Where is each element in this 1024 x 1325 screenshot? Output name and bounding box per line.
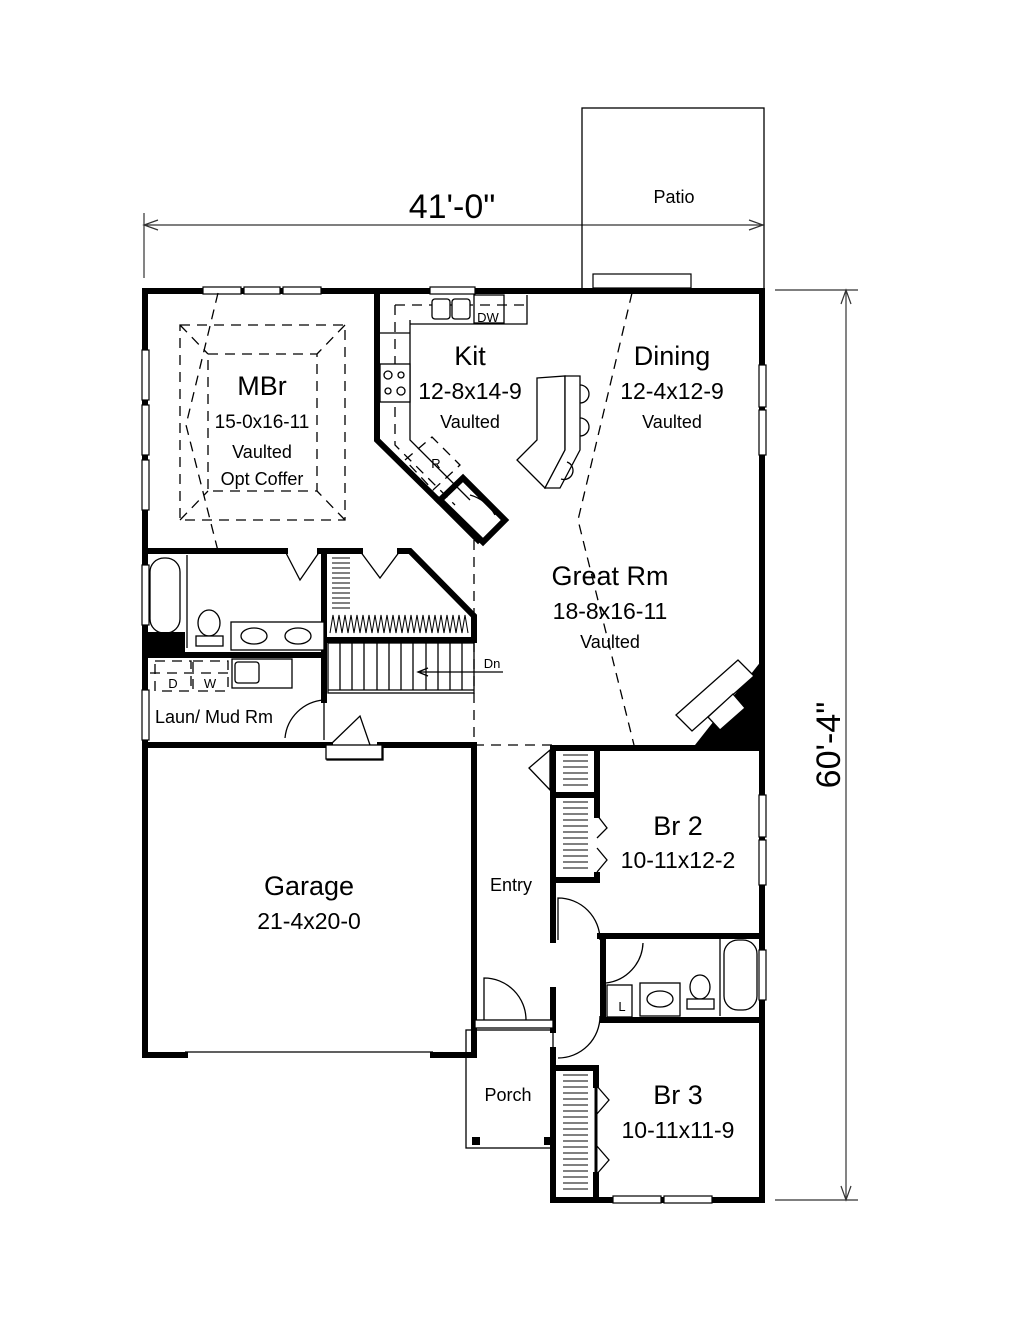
dining-note: Vaulted [642,412,702,432]
great-room-size: 18-8x16-11 [553,598,668,624]
laundry-name: Laun/ Mud Rm [155,707,273,727]
refrigerator-label: R [431,456,440,471]
dryer-icon [154,660,192,692]
sink-icon [431,298,471,320]
dining-name: Dining [634,341,711,371]
patio-label: Patio [653,187,694,207]
mbr-size: 15-0x16-11 [215,412,310,433]
porch-name: Porch [484,1085,531,1105]
dishwasher-label: DW [477,310,499,325]
br2-size: 10-11x12-2 [621,847,736,873]
garage-step [325,744,383,760]
room-garage: Garage 21-4x20-0 [257,871,361,934]
br2-name: Br 2 [653,811,703,841]
garage-size: 21-4x20-0 [257,908,361,934]
room-br2: Br 2 10-11x12-2 [563,754,736,873]
toilet-icon [686,974,715,1010]
width-dimension-label: 41'-0" [409,188,496,226]
great-room-name: Great Rm [551,561,668,591]
patio: Patio [581,107,765,291]
dining-size: 12-4x12-9 [620,378,724,404]
bathtub-icon [723,939,758,1011]
hall-bath: L [605,938,758,1018]
kitchen-size: 12-8x14-9 [418,378,522,404]
master-bath [145,550,325,655]
porch: Porch [465,1029,554,1149]
great-room-note: Vaulted [580,632,640,652]
entry-name: Entry [490,875,532,895]
toilet-icon [195,609,224,647]
windows [141,286,767,1204]
room-great-room: Great Rm 18-8x16-11 Vaulted [473,540,762,746]
room-br3: Br 3 10-11x11-9 [563,1074,735,1190]
room-entry: Entry [474,748,601,1059]
depth-dimension-label: 60'-4" [810,702,848,789]
mbr-note-coffer: Opt Coffer [221,469,304,489]
kitchen-island [516,375,590,490]
mbr-name: MBr [237,371,287,401]
fireplace-icon [675,659,762,745]
linen-label: L [618,999,625,1014]
utility-sink-icon [234,661,260,684]
cooktop-icon [379,363,411,403]
room-kitchen: DW R Kit 12-8x14-9 Vaulted [377,294,590,547]
width-dimension: 41'-0" [142,188,765,278]
washer-label: W [204,676,217,691]
bath-vanity-icon [639,982,681,1017]
depth-dimension: 60'-4" [775,288,858,1202]
vanity-icon [230,621,325,651]
br3-size: 10-11x11-9 [622,1117,735,1143]
dishwasher-icon [473,294,505,324]
stairs-down-label: Dn [484,656,501,671]
mbr-note-vaulted: Vaulted [232,442,292,462]
kitchen-note: Vaulted [440,412,500,432]
stairs: Dn [327,550,503,694]
garage-name: Garage [264,871,354,901]
room-dining: Dining 12-4x12-9 Vaulted [577,292,724,746]
linen-closet [606,984,633,1018]
br3-name: Br 3 [653,1080,703,1110]
refrigerator-icon: R [404,436,461,491]
room-mbr: MBr 15-0x16-11 Vaulted Opt Coffer [179,292,346,552]
dryer-label: D [168,676,177,691]
kitchen-name: Kit [454,341,486,371]
washer-icon [192,660,229,692]
